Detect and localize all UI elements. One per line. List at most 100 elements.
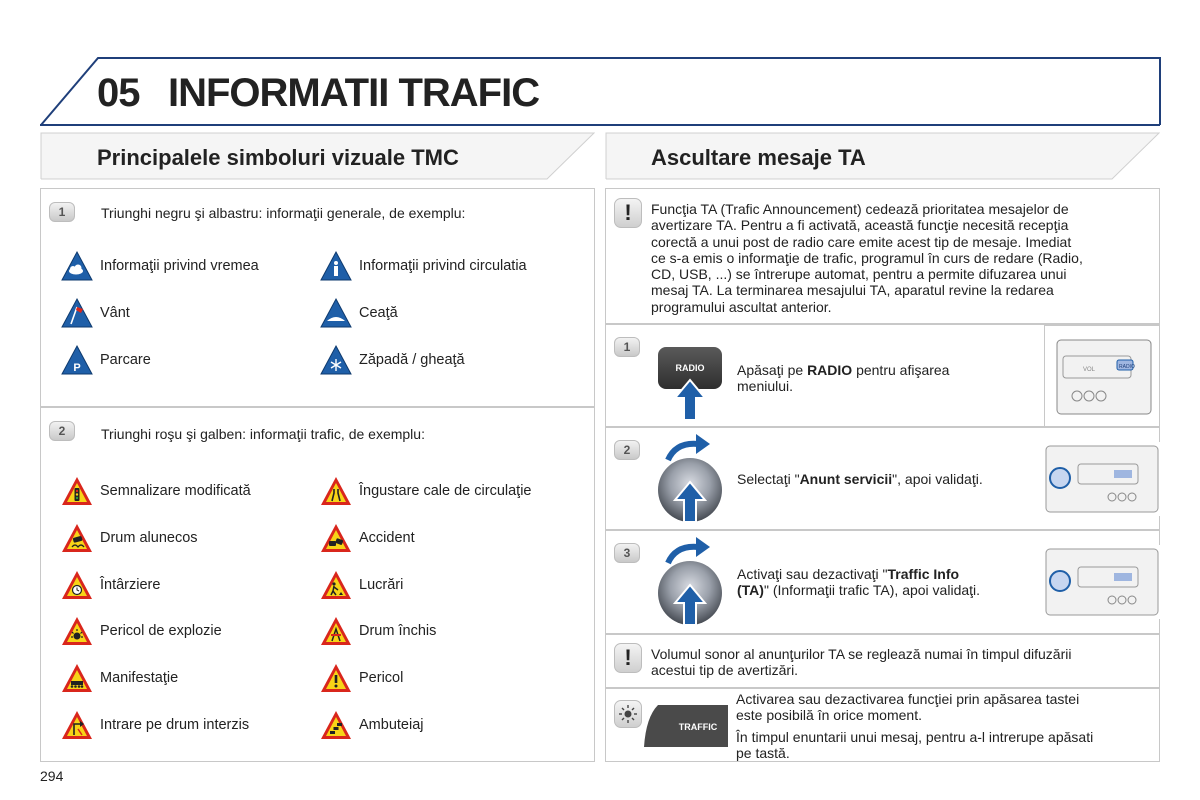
tip-text: Activarea sau dezactivarea funcţiei prin…	[736, 691, 1093, 761]
text-line: acestui tip de avertizări.	[651, 662, 799, 679]
symbol-label: Manifestaţie	[100, 670, 179, 686]
text-line: avertizare TA. Pentru a fi activată, ace…	[651, 217, 1069, 234]
step-badge-3: 3	[614, 543, 640, 563]
traffic-light-icon	[62, 477, 92, 505]
vol-label: VOL	[1083, 367, 1096, 373]
symbol-parking: P Parcare	[60, 344, 151, 376]
exclamation-icon	[321, 664, 351, 692]
step-badge-1: 1	[49, 202, 75, 222]
light-bulb-icon	[619, 705, 637, 723]
symbol-label: Semnalizare modificată	[100, 483, 251, 499]
text-line: mesaj TA. La terminarea mesajului TA, ap…	[651, 282, 1054, 299]
symbol-label: Informaţii privind vremea	[100, 258, 259, 274]
press-arrow-icon	[673, 480, 707, 523]
symbol-label: Ceaţă	[359, 305, 398, 321]
symbol-wind: Vânt	[60, 297, 130, 329]
right-section-title: Ascultare mesaje TA	[651, 145, 866, 170]
symbol-label: Intrare pe drum interzis	[100, 717, 250, 733]
explosion-icon	[62, 617, 92, 645]
symbol-road-narrows: Îngustare cale de circulaţie	[319, 475, 532, 507]
symbol-label: Pericol de explozie	[100, 623, 222, 639]
symbol-fog: Ceaţă	[319, 297, 398, 329]
text-span: Apăsaţi pe	[737, 362, 808, 378]
text-line: Activarea sau dezactivarea funcţiei prin…	[736, 691, 1080, 707]
step-2-panel: 2 Selectaţi "Anunt servicii", apoi valid…	[605, 427, 1160, 530]
symbol-traffic-info: Informaţii privind circulatia	[319, 250, 527, 282]
text-line: ce s-a emis o informaţie de trafic, prog…	[651, 249, 1083, 266]
step-badge-1: 1	[614, 337, 640, 357]
text-line: Activaţi sau dezactivaţi "Traffic Info	[737, 566, 980, 582]
symbol-traffic-jam: Ambuteiaj	[319, 709, 423, 741]
text-line: Apăsaţi pe RADIO pentru afişarea	[737, 362, 949, 378]
press-arrow-icon	[673, 378, 707, 421]
ta-info-text: Funcţia TA (Trafic Announcement) cedează…	[651, 201, 1083, 315]
no-entry-icon	[62, 711, 92, 739]
radio-illustration: VOL RADIO	[1044, 325, 1160, 427]
symbol-demonstration: Manifestaţie	[60, 662, 178, 694]
right-section-heading: Ascultare mesaje TA	[605, 132, 1160, 180]
chapter-number: 05	[97, 71, 140, 115]
rotate-arrow-icon	[665, 537, 710, 565]
accident-icon	[321, 524, 351, 552]
left-section-title: Principalele simboluri vizuale TMC	[97, 145, 459, 170]
header-frame	[40, 57, 1161, 126]
symbol-explosion-danger: Pericol de explozie	[60, 615, 222, 647]
traffic-key-button[interactable]: TRAFFIC	[642, 703, 730, 749]
symbol-label: Zăpadă / gheaţă	[359, 352, 465, 368]
traffic-info-intro: Triunghi roşu şi galben: informaţii traf…	[101, 426, 425, 442]
weather-icon	[61, 250, 93, 281]
radio-illustration	[1044, 442, 1160, 516]
text-span: " (Informaţii trafic TA), apoi validaţi.	[763, 582, 981, 599]
text-line: CD, USB, ...) se întrerupe automat, pent…	[651, 266, 1067, 283]
symbol-slippery-road: Drum alunecos	[60, 522, 198, 554]
parking-icon: P	[61, 344, 93, 375]
symbol-label: Lucrări	[359, 577, 404, 593]
symbol-delay: Întârziere	[60, 569, 160, 601]
wind-icon	[61, 297, 93, 328]
radio-illustration	[1044, 545, 1160, 619]
text-bold: RADIO	[807, 362, 853, 378]
text-bold: Anunt servicii	[799, 471, 893, 487]
text-line: este posibilă în orice moment.	[736, 707, 922, 724]
text-span: Selectaţi "	[737, 471, 800, 487]
text-line: meniului.	[737, 378, 794, 395]
fog-icon	[320, 297, 352, 328]
clock-icon	[62, 571, 92, 599]
symbol-label: Accident	[359, 530, 415, 546]
ta-info-note: ! Funcţia TA (Trafic Announcement) cedea…	[605, 188, 1160, 324]
symbol-weather: Informaţii privind vremea	[60, 250, 259, 282]
symbol-signal-changed: Semnalizare modificată	[60, 475, 251, 507]
text-line: programului ascultat anterior.	[651, 298, 832, 315]
text-line: corectă a unui post de radio care emite …	[651, 233, 1072, 250]
warning-icon: !	[614, 643, 642, 673]
road-closed-icon	[321, 617, 351, 645]
text-bold: Traffic Info	[887, 566, 960, 582]
text-line: În timpul enuntarii unui mesaj, pentru a…	[736, 728, 1094, 745]
step-1-text: Apăsaţi pe RADIO pentru afişarea meniulu…	[737, 362, 949, 395]
symbol-label: Drum închis	[359, 623, 437, 639]
info-icon	[320, 250, 352, 281]
left-section-heading: Principalele simboluri vizuale TMC	[40, 132, 595, 180]
text-span: Activaţi sau dezactivaţi "	[737, 566, 888, 582]
volume-note-text: Volumul sonor al anunţurilor TA se regle…	[651, 646, 1071, 679]
text-bold: (TA)	[737, 582, 764, 599]
symbol-label: Întârziere	[100, 577, 161, 593]
step-3-panel: 3 Activaţi sau dezactivaţi "Traffic Info…	[605, 530, 1160, 634]
symbol-danger: Pericol	[319, 662, 403, 694]
tip-badge	[614, 700, 642, 728]
warning-icon: !	[614, 198, 642, 228]
symbol-snow-ice: Zăpadă / gheaţă	[319, 344, 465, 376]
symbol-label: Vânt	[100, 305, 130, 321]
traffic-key-tip: TRAFFIC Activarea sau dezactivarea funcţ…	[605, 688, 1160, 762]
page-number: 294	[40, 768, 64, 784]
chapter-title: INFORMATII TRAFIC	[168, 71, 540, 115]
symbol-label: Pericol	[359, 670, 404, 686]
radio-key-button[interactable]: RADIO	[658, 347, 722, 389]
symbol-label: Îngustare cale de circulaţie	[359, 483, 532, 499]
step-2-text: Selectaţi "Anunt servicii", apoi validaţ…	[737, 471, 983, 487]
crowd-icon	[62, 664, 92, 692]
step-1-panel: 1 RADIO Apăsaţi pe RADIO pentru afişarea…	[605, 324, 1160, 427]
traffic-info-box: 2 Triunghi roşu şi galben: informaţii tr…	[40, 407, 595, 762]
step-badge-2: 2	[614, 440, 640, 460]
text-span: pentru afişarea	[852, 362, 950, 378]
